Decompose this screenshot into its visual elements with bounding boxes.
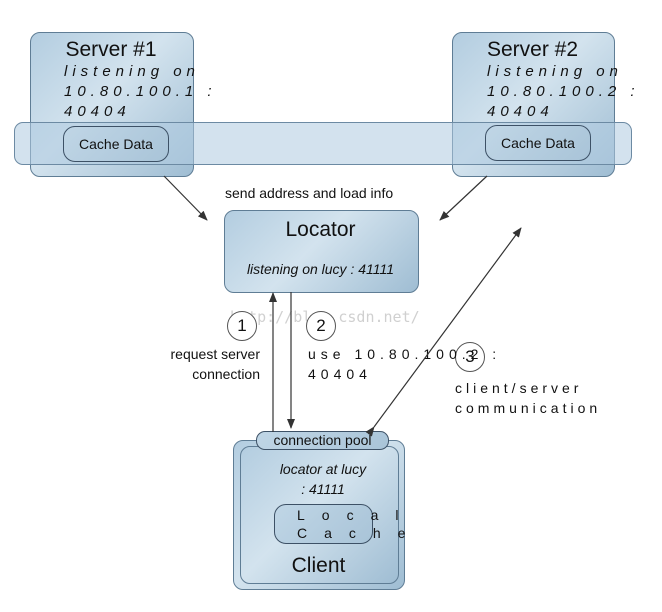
server-2-cache-label: Cache Data: [501, 135, 575, 151]
server-1-title: Server #1: [65, 38, 157, 61]
step-2-circle: 2: [306, 311, 336, 341]
client-title: Client: [291, 554, 346, 577]
server-2-cache-data: Cache Data: [485, 125, 591, 161]
arrow-client-server-communication: [365, 227, 522, 437]
locator-title: Locator: [285, 218, 356, 241]
server-1-cache-data: Cache Data: [63, 126, 169, 162]
server-1-cache-label: Cache Data: [79, 136, 153, 152]
server-2-listening: listening on 10.80.100.2 : 40404: [487, 63, 640, 120]
server-1-listening: listening on 10.80.100.1 : 40404: [64, 63, 217, 120]
connection-pool: connection pool: [256, 431, 389, 450]
local-cache: [274, 504, 373, 544]
client-locator-at: locator at lucy : 41111: [279, 461, 367, 497]
step-1-label: request server connection: [170, 346, 260, 382]
arrow-server2-to-locator: [439, 175, 488, 221]
arrow-server1-to-locator: [163, 175, 208, 221]
step-1-circle: 1: [227, 311, 257, 341]
connection-pool-label: connection pool: [273, 432, 372, 448]
send-address-label: send address and load info: [225, 185, 394, 201]
locator-subtitle: listening on lucy : 41111: [246, 261, 395, 277]
server-2-title: Server #2: [486, 38, 579, 61]
local-cache-label: Local Cache: [297, 507, 423, 541]
